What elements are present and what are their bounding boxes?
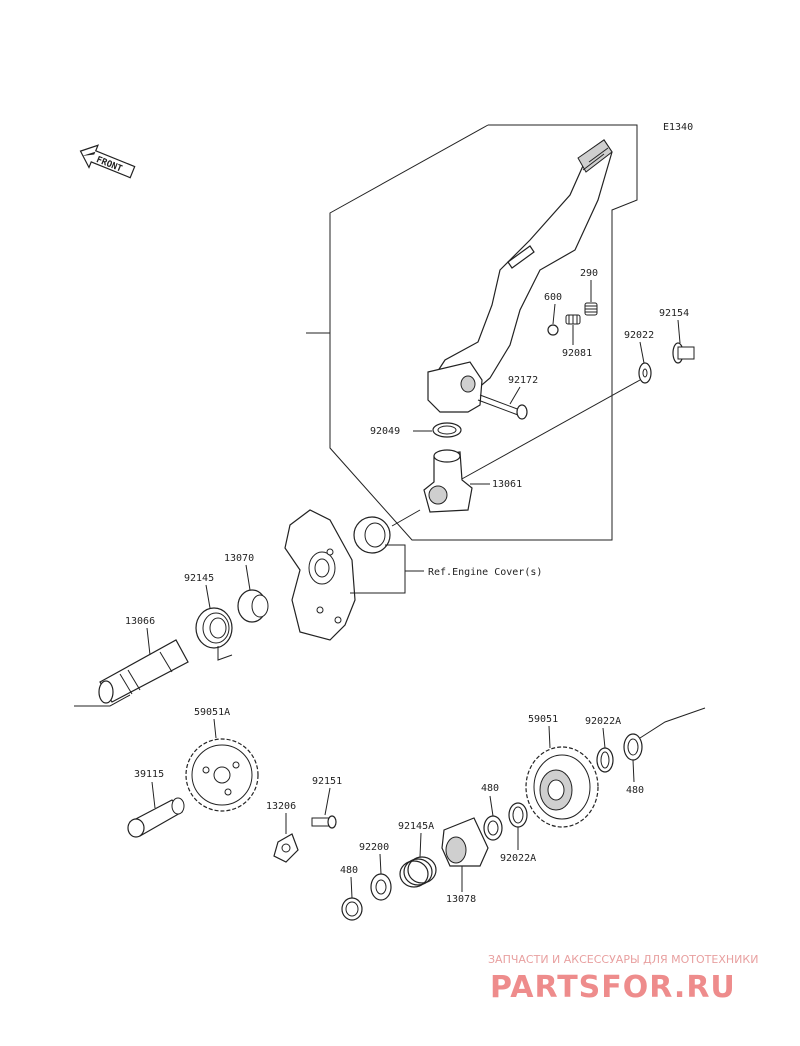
part-label-59051: 59051 xyxy=(528,714,558,725)
pin-39115 xyxy=(127,797,185,838)
gear-59051 xyxy=(525,746,599,828)
part-label-13078: 13078 xyxy=(446,894,476,905)
front-arrow-icon: FRONT xyxy=(79,144,136,179)
part-label-13206: 13206 xyxy=(266,801,296,812)
part-label-92022a_low: 92022A xyxy=(500,853,536,864)
part-label-290: 290 xyxy=(580,268,598,279)
part-label-92172: 92172 xyxy=(508,375,538,386)
part-label-480_low: 480 xyxy=(340,865,358,876)
part-label-92022a_top: 92022A xyxy=(585,716,621,727)
guide-13206 xyxy=(273,833,299,863)
bolt-92154 xyxy=(672,342,695,364)
part-label-92154: 92154 xyxy=(659,308,689,319)
ball-600 xyxy=(547,324,559,336)
diagram-code: E1340 xyxy=(663,122,693,133)
bolt-92151 xyxy=(311,815,337,829)
kick-boss-13061 xyxy=(423,449,473,513)
part-label-92151: 92151 xyxy=(312,776,342,787)
bolt-92172 xyxy=(477,394,528,420)
part-label-92200: 92200 xyxy=(359,842,389,853)
part-label-600: 600 xyxy=(544,292,562,303)
cover-seal xyxy=(353,516,391,554)
engine-cover xyxy=(284,509,356,641)
part-label-92145: 92145 xyxy=(184,573,214,584)
spring-92145 xyxy=(195,607,233,661)
ref-bracket xyxy=(350,544,406,594)
spring-290 xyxy=(584,302,598,316)
axis-line xyxy=(459,379,641,481)
ref-note: Ref.Engine Cover(s) xyxy=(428,567,542,578)
part-label-480_right: 480 xyxy=(626,785,644,796)
part-label-39115: 39115 xyxy=(134,769,164,780)
part-label-92081: 92081 xyxy=(562,348,592,359)
gear-59051A xyxy=(185,738,259,812)
kick-shaft-13066 xyxy=(98,639,189,704)
watermark-logo: PARTSFOR.RU xyxy=(490,970,736,1005)
kick-lever xyxy=(427,139,613,413)
part-label-13061: 13061 xyxy=(492,479,522,490)
spring-92145A xyxy=(399,856,437,888)
watermark-tagline: ЗАПЧАСТИ И АКСЕССУАРЫ ДЛЯ МОТОТЕХНИКИ xyxy=(488,953,758,966)
part-label-13066: 13066 xyxy=(125,616,155,627)
spring-92081 xyxy=(565,314,581,325)
part-label-480_mid: 480 xyxy=(481,783,499,794)
part-label-92145a: 92145A xyxy=(398,821,434,832)
ratchet-13078 xyxy=(441,817,489,867)
part-label-92049: 92049 xyxy=(370,426,400,437)
part-label-92022_top: 92022 xyxy=(624,330,654,341)
collar-13070 xyxy=(237,589,269,623)
assembly-bracket xyxy=(329,124,638,541)
part-label-13070: 13070 xyxy=(224,553,254,564)
part-label-59051a: 59051A xyxy=(194,707,230,718)
